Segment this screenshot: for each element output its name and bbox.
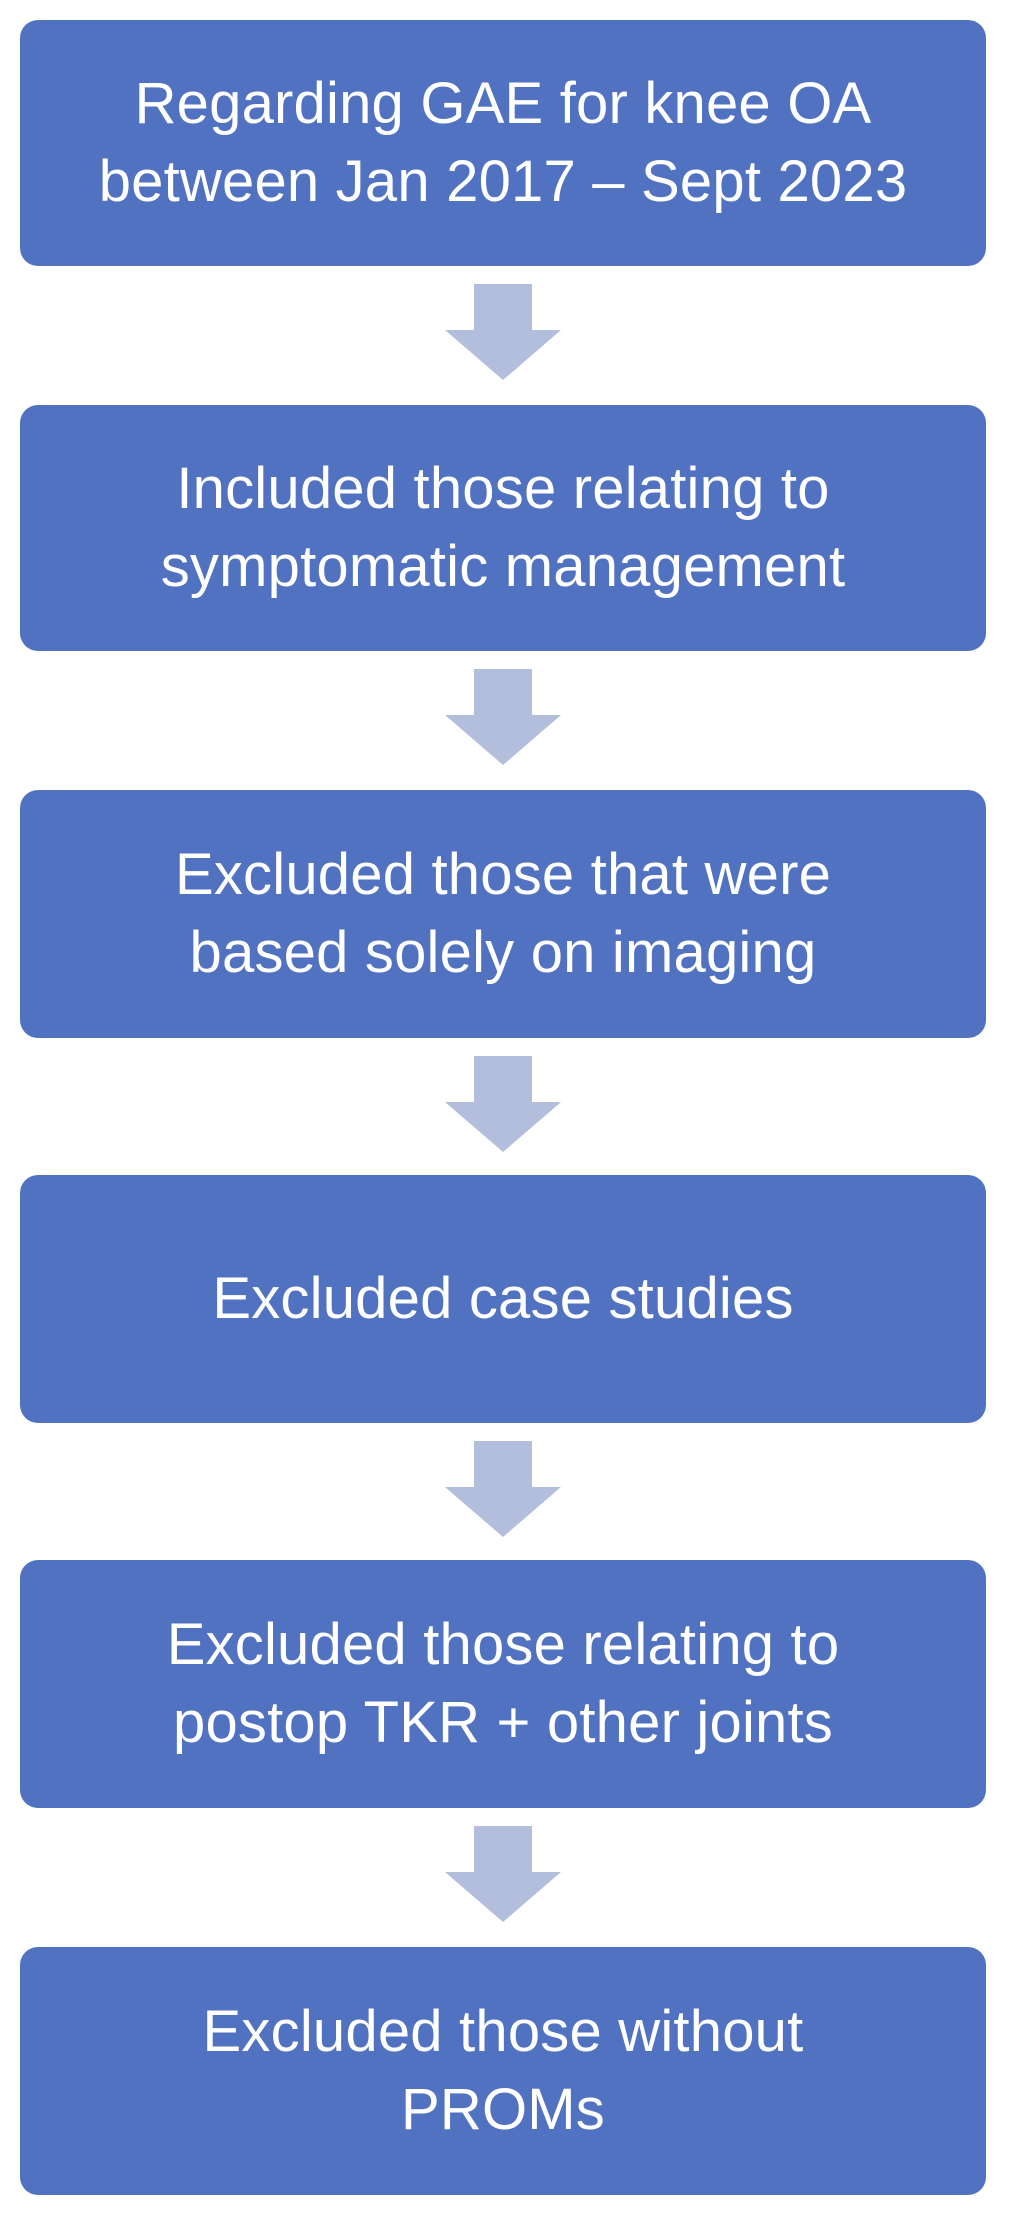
flow-step-postop-exclusion: Excluded those relating to postop TKR + …	[20, 1560, 986, 1808]
down-arrow-icon	[445, 284, 561, 380]
down-arrow-icon	[445, 1441, 561, 1537]
flow-step-label: Regarding GAE for knee OA between Jan 20…	[98, 71, 908, 214]
flow-step-label: Excluded those that were based solely on…	[174, 842, 832, 985]
down-arrow-icon	[445, 1056, 561, 1152]
down-arrow-icon	[445, 669, 561, 765]
flow-step-proms-exclusion: Excluded those without PROMs	[20, 1947, 986, 2195]
flow-step-case-studies-exclusion: Excluded case studies	[20, 1175, 986, 1423]
down-arrow-icon	[445, 1826, 561, 1922]
flow-step-symptomatic-management: Included those relating to symptomatic m…	[20, 405, 986, 651]
flow-step-label: Excluded case studies	[212, 1266, 794, 1331]
flow-step-label: Included those relating to symptomatic m…	[160, 456, 846, 599]
flow-step-imaging-exclusion: Excluded those that were based solely on…	[20, 790, 986, 1038]
flow-step-date-range: Regarding GAE for knee OA between Jan 20…	[20, 20, 986, 266]
flow-step-label: Excluded those without PROMs	[202, 1999, 804, 2142]
flow-step-label: Excluded those relating to postop TKR + …	[166, 1612, 840, 1755]
